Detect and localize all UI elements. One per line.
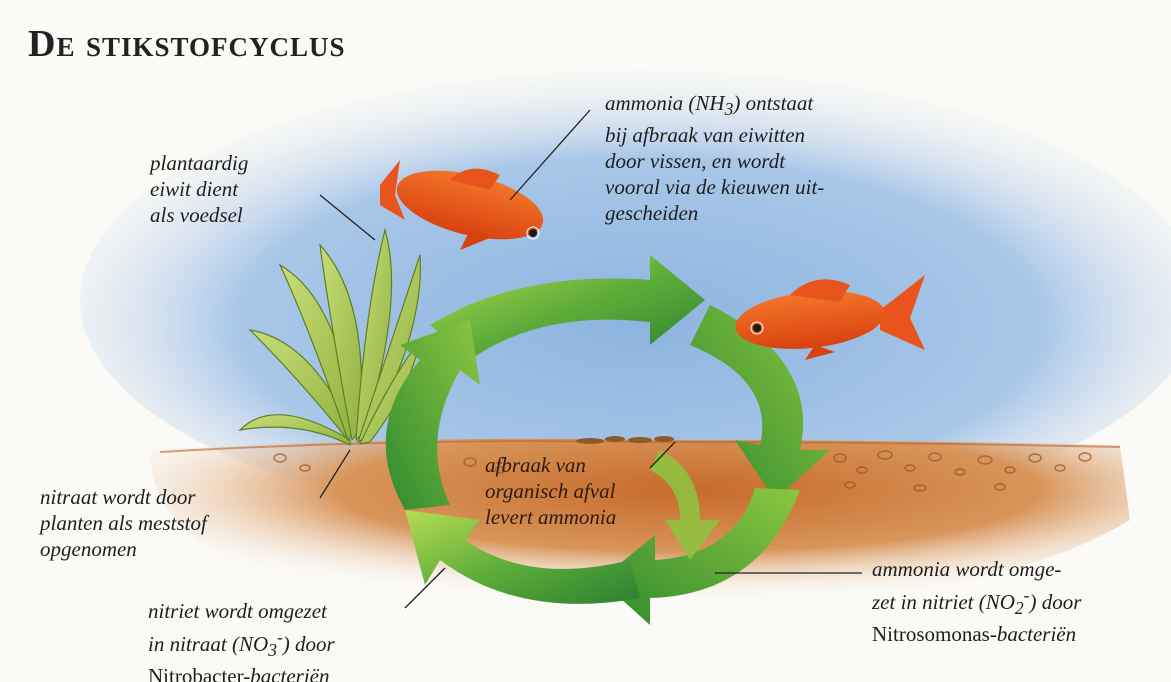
label-text: ) door: [1030, 590, 1082, 614]
subscript: 2: [1015, 598, 1024, 618]
label-line: vooral via de kieuwen uit-: [605, 174, 824, 200]
label-text: Nitrobacter-: [148, 664, 250, 682]
label-line: organisch afval: [485, 478, 616, 504]
label-line: eiwit dient: [150, 176, 248, 202]
label-line: zet in nitriet (NO2-) door: [872, 582, 1081, 621]
label-line: nitraat wordt door: [40, 484, 207, 510]
label-text: bacteriën: [250, 664, 329, 682]
label-text: Nitrosomonas-: [872, 622, 997, 646]
label-line: levert ammonia: [485, 504, 616, 530]
label-line: Nitrosomonas-bacteriën: [872, 621, 1081, 647]
label-nitrobacter: nitriet wordt omgezet in nitraat (NO3-) …: [148, 598, 335, 682]
label-text: bacteriën: [997, 622, 1076, 646]
label-text: ) door: [283, 632, 335, 656]
label-text: in nitraat (NO: [148, 632, 268, 656]
label-line: in nitraat (NO3-) door: [148, 624, 335, 663]
label-line: als voedsel: [150, 202, 248, 228]
label-nitrate-uptake: nitraat wordt door planten als meststof …: [40, 484, 207, 562]
label-nitrosomonas: ammonia wordt omge- zet in nitriet (NO2-…: [872, 556, 1081, 647]
label-text: ) ontstaat: [733, 91, 813, 115]
label-ammonia-fish: ammonia (NH3) ontstaat bij afbraak van e…: [605, 90, 824, 226]
label-organic-decay: afbraak van organisch afval levert ammon…: [485, 452, 616, 530]
label-line: bij afbraak van eiwitten: [605, 122, 824, 148]
page-title: De stikstofcyclus: [28, 22, 346, 66]
label-text: zet in nitriet (NO: [872, 590, 1015, 614]
label-line: afbraak van: [485, 452, 616, 478]
label-line: nitriet wordt omgezet: [148, 598, 335, 624]
label-line: plantaardig: [150, 150, 248, 176]
subscript: 3: [268, 640, 277, 660]
label-line: Nitrobacter-bacteriën: [148, 663, 335, 682]
label-line: door vissen, en wordt: [605, 148, 824, 174]
label-line: opgenomen: [40, 536, 207, 562]
label-plant-protein: plantaardig eiwit dient als voedsel: [150, 150, 248, 228]
label-line: ammonia (NH3) ontstaat: [605, 90, 824, 122]
label-line: planten als meststof: [40, 510, 207, 536]
label-text: ammonia (NH: [605, 91, 725, 115]
label-line: gescheiden: [605, 200, 824, 226]
label-line: ammonia wordt omge-: [872, 556, 1081, 582]
